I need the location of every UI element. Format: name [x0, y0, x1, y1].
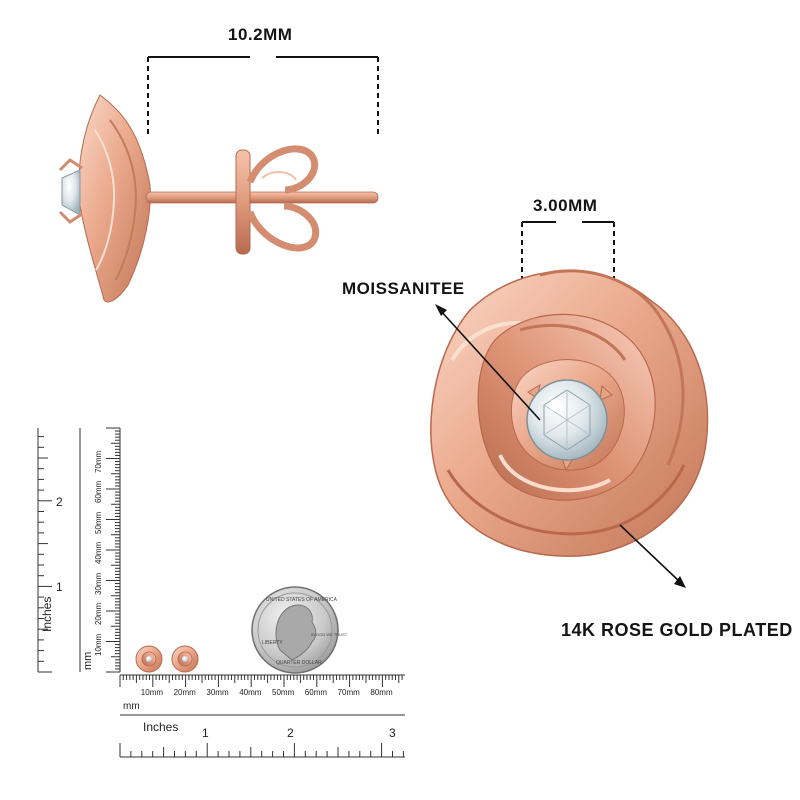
- horizontal-ruler-mm-tick-label: 70mm: [337, 688, 360, 697]
- vertical-ruler-mm-tick-label: 70mm: [94, 450, 103, 473]
- horizontal-ruler-mm-tick-label: 50mm: [272, 688, 295, 697]
- vertical-ruler-mm-tick-label: 20mm: [94, 602, 103, 625]
- horizontal-ruler-inch-3: 3: [389, 726, 396, 740]
- horizontal-ruler-mm-tick-label: 20mm: [173, 688, 196, 697]
- vertical-ruler-mm-label: mm: [82, 651, 94, 670]
- vertical-ruler-mm-tick-label: 10mm: [94, 633, 103, 656]
- plating-label: 14K ROSE GOLD PLATED: [561, 620, 793, 640]
- coin-left-text: LIBERTY: [262, 640, 283, 646]
- stone-diameter-label: 3.00MM: [533, 196, 598, 215]
- horizontal-ruler-inch-2: 2: [287, 726, 294, 740]
- vertical-ruler-inch-1: 1: [56, 580, 63, 594]
- horizontal-ruler-mm-tick-label: 60mm: [304, 688, 328, 697]
- vertical-ruler-mm-tick-label: 30mm: [94, 572, 103, 595]
- coin-right-text: IN GOD WE TRUST: [311, 632, 348, 637]
- horizontal-ruler-inches-label: Inches: [143, 720, 179, 734]
- vertical-ruler: [37, 427, 121, 673]
- vertical-ruler-mm-tick-label: 40mm: [94, 541, 103, 564]
- horizontal-ruler-inch-1: 1: [202, 726, 209, 740]
- side-width-label: 10.2MM: [228, 25, 293, 44]
- vertical-ruler-mm-tick-label: 50mm: [94, 511, 103, 534]
- vertical-ruler-inch-2: 2: [56, 495, 63, 509]
- horizontal-ruler-mm-tick-label: 10mm: [140, 688, 164, 697]
- width-dimension-bracket: [147, 56, 379, 138]
- side-view-earring: [58, 56, 379, 303]
- coin-bottom-text: QUARTER DOLLAR: [276, 660, 322, 666]
- coin-top-text: UNITED STATES OF AMERICA: [266, 597, 337, 603]
- front-view-earring: [430, 221, 709, 557]
- horizontal-ruler-mm-tick-label: 40mm: [239, 688, 262, 697]
- horizontal-ruler-mm-tick-label: 30mm: [206, 688, 229, 697]
- stone-type-label: MOISSANITEE: [342, 279, 465, 298]
- vertical-ruler-mm-tick-label: 60mm: [94, 480, 103, 503]
- scale-earring-pair: [135, 645, 199, 673]
- vertical-ruler-inches-label: Inches: [40, 596, 54, 632]
- quarter-coin: [251, 586, 339, 674]
- plating-pointer-arrow: [619, 524, 686, 588]
- horizontal-ruler: [119, 674, 405, 758]
- horizontal-ruler-mm-tick-label: 80mm: [370, 688, 393, 697]
- horizontal-ruler-mm-label: mm: [123, 701, 140, 712]
- moissanite-pointer-arrow: [435, 304, 541, 421]
